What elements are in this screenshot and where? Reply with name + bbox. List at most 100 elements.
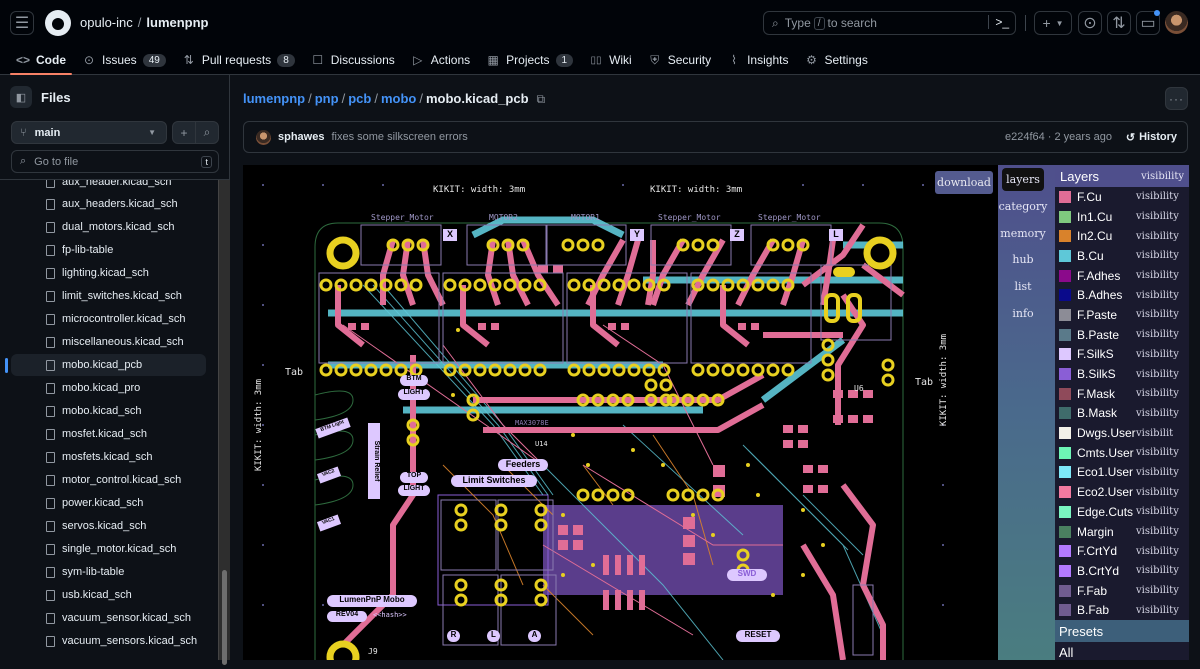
file-item[interactable]: lighting.kicad_sch	[11, 262, 206, 284]
layer-visibility-toggle[interactable]: visibility	[1136, 565, 1179, 577]
layer-visibility-toggle[interactable]: visibility	[1136, 211, 1179, 223]
file-item[interactable]: aux_header.kicad_sch	[11, 180, 206, 193]
file-item[interactable]: vacuum_sensors.kicad_sch	[11, 630, 206, 652]
breadcrumb-link[interactable]: pnp	[314, 91, 339, 106]
breadcrumb-link[interactable]: pcb	[348, 91, 372, 106]
layer-visibility-toggle[interactable]: visibility	[1136, 526, 1179, 538]
layer-visibility-toggle[interactable]: visibility	[1136, 368, 1179, 380]
file-item[interactable]: fp-lib-table	[11, 239, 206, 261]
layer-visibility-toggle[interactable]: visibility	[1136, 388, 1179, 400]
file-item[interactable]: limit_switches.kicad_sch	[11, 285, 206, 307]
history-button[interactable]: ↺History	[1126, 131, 1177, 144]
go-to-file-input[interactable]: ⌕ Go to file t	[11, 150, 219, 173]
file-item[interactable]: miscellaneous.kicad_sch	[11, 331, 206, 353]
layer-visibility-toggle[interactable]: visibility	[1136, 506, 1179, 518]
breadcrumb-link[interactable]: lumenpnp	[243, 91, 306, 106]
tab-security[interactable]: ⛨Security	[648, 46, 711, 74]
search-files-button[interactable]: ⌕	[203, 125, 211, 139]
more-options-button[interactable]: ···	[1165, 87, 1188, 110]
nav-info[interactable]: info	[1012, 307, 1034, 320]
file-item[interactable]: mobo.kicad_sch	[11, 400, 206, 422]
nav-layers[interactable]: layers	[1002, 168, 1044, 191]
visibility-toggle-all[interactable]: visibility	[1141, 170, 1184, 182]
layer-visibility-toggle[interactable]: visibility	[1136, 289, 1179, 301]
file-item[interactable]: sym-lib-table	[11, 561, 206, 583]
tab-discussions[interactable]: ☐Discussions	[311, 46, 394, 74]
add-file-button[interactable]: +	[173, 122, 196, 143]
layer-visibility-toggle[interactable]: visibility	[1136, 407, 1179, 419]
file-item[interactable]: single_motor.kicad_sch	[11, 538, 206, 560]
layer-visibility-toggle[interactable]: visibility	[1136, 545, 1179, 557]
commit-author[interactable]: sphawes	[278, 131, 325, 143]
issues-button[interactable]: ⊙	[1078, 11, 1102, 35]
layer-visibility-toggle[interactable]: visibility	[1136, 585, 1179, 597]
file-item[interactable]: mosfet.kicad_sch	[11, 423, 206, 445]
file-item[interactable]: vacuum_sensor.kicad_sch	[11, 607, 206, 629]
file-item[interactable]: power.kicad_sch	[11, 492, 206, 514]
tab-code[interactable]: <>Code	[10, 46, 72, 75]
file-item[interactable]: mosfets.kicad_sch	[11, 446, 206, 468]
layer-visibility-toggle[interactable]: visibility	[1136, 486, 1179, 498]
layer-visibility-toggle[interactable]: visibilit	[1136, 427, 1174, 439]
branch-selector[interactable]: ⑂ main ▼	[11, 121, 167, 144]
pull-requests-button[interactable]: ⇅	[1107, 11, 1131, 35]
file-item[interactable]: microcontroller.kicad_sch	[11, 308, 206, 330]
nav-category[interactable]: category	[998, 200, 1048, 213]
commit-sha-time[interactable]: e224f64 · 2 years ago	[1004, 131, 1112, 143]
layer-visibility-toggle[interactable]: visibility	[1136, 348, 1179, 360]
file-item[interactable]: servos.kicad_sch	[11, 515, 206, 537]
layer-visibility-toggle[interactable]: visibility	[1136, 466, 1179, 478]
command-palette-icon[interactable]: >_	[988, 15, 1009, 29]
download-button[interactable]: download	[935, 171, 993, 194]
inbox-button[interactable]: ▭	[1136, 11, 1160, 35]
file-item[interactable]: usb.kicad_sch	[11, 584, 206, 606]
commit-message[interactable]: fixes some silkscreen errors	[331, 131, 468, 143]
layer-visibility-toggle[interactable]: visibility	[1136, 230, 1179, 242]
layer-visibility-toggle[interactable]: visibility	[1136, 270, 1179, 282]
file-item[interactable]: dual_motors.kicad_sch	[11, 216, 206, 238]
copy-path-icon[interactable]: ⧉	[536, 92, 546, 106]
tab-settings[interactable]: ⚙Settings	[804, 46, 868, 74]
sidebar-scrollbar[interactable]	[218, 180, 230, 665]
create-new-button[interactable]: +▼	[1034, 11, 1072, 35]
nav-list[interactable]: list	[1014, 280, 1032, 293]
collapse-sidebar-button[interactable]: ◧	[10, 86, 32, 108]
nav-hub[interactable]: hub	[1012, 253, 1034, 266]
file-item[interactable]: motor_control.kicad_sch	[11, 469, 206, 491]
nav-memory[interactable]: memory	[1000, 227, 1046, 240]
author-avatar[interactable]	[256, 129, 271, 145]
github-logo-icon[interactable]	[45, 10, 71, 36]
pcb-viewer[interactable]: KIKIT: width: 3mm KIKIT: width: 3mm KIKI…	[243, 165, 1189, 660]
layer-visibility-toggle[interactable]: visibility	[1136, 309, 1179, 321]
layer-visibility-toggle[interactable]: visibility	[1136, 604, 1179, 616]
search-input[interactable]: ⌕ Type / to search >_	[763, 11, 1016, 35]
menu-button[interactable]: ☰	[10, 11, 34, 35]
scrollbar-thumb[interactable]	[222, 570, 227, 665]
preset-all[interactable]: All	[1055, 642, 1189, 660]
pcb-render[interactable]	[243, 165, 998, 660]
breadcrumb-link[interactable]: mobo	[380, 91, 417, 106]
layer-visibility-toggle[interactable]: visibility	[1136, 250, 1179, 262]
repo-owner-link[interactable]: opulo-inc	[80, 15, 133, 30]
